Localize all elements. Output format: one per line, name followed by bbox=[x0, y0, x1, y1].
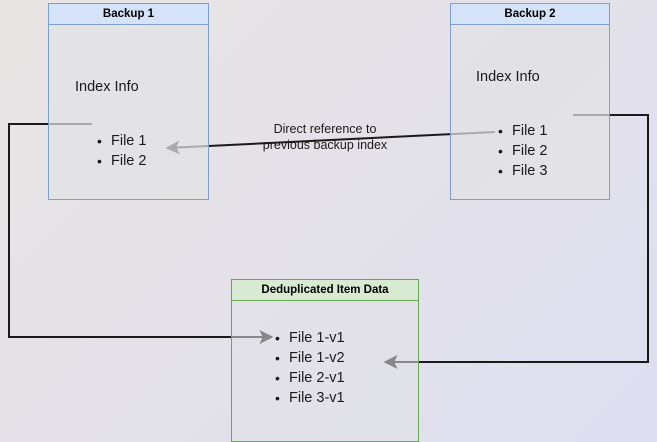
annotation-direct-reference: Direct reference to previous backup inde… bbox=[251, 121, 399, 153]
annotation-line-1: Direct reference to bbox=[273, 122, 377, 136]
node-backup-1-file-list: File 1 File 2 bbox=[97, 131, 146, 171]
node-deduplicated-item-data-title: Deduplicated Item Data bbox=[231, 279, 419, 301]
node-backup-2-body: Index Info File 1 File 2 File 3 bbox=[450, 25, 610, 200]
node-deduplicated-item-data-body: File 1-v1 File 1-v2 File 2-v1 File 3-v1 bbox=[231, 301, 419, 442]
node-backup-1[interactable]: Backup 1 Index Info File 1 File 2 bbox=[48, 3, 209, 200]
node-backup-1-title: Backup 1 bbox=[48, 3, 209, 25]
list-item[interactable]: File 1 bbox=[97, 131, 146, 151]
annotation-line-2: previous backup index bbox=[262, 138, 388, 152]
list-item[interactable]: File 3-v1 bbox=[275, 388, 345, 408]
node-backup-1-index-label: Index Info bbox=[75, 79, 139, 95]
node-backup-2-index-label: Index Info bbox=[476, 69, 540, 85]
node-deduplicated-file-list: File 1-v1 File 1-v2 File 2-v1 File 3-v1 bbox=[275, 328, 345, 408]
list-item[interactable]: File 2 bbox=[498, 141, 547, 161]
list-item[interactable]: File 2-v1 bbox=[275, 368, 345, 388]
connector-backup2-to-backup1 bbox=[165, 131, 496, 155]
node-backup-2[interactable]: Backup 2 Index Info File 1 File 2 File 3 bbox=[450, 3, 610, 200]
connector-backup2-to-dedup bbox=[383, 114, 649, 369]
list-item[interactable]: File 1 bbox=[498, 121, 547, 141]
node-backup-2-title: Backup 2 bbox=[450, 3, 610, 25]
list-item[interactable]: File 2 bbox=[97, 151, 146, 171]
list-item[interactable]: File 1-v2 bbox=[275, 348, 345, 368]
node-backup-1-body: Index Info File 1 File 2 bbox=[48, 25, 209, 200]
list-item[interactable]: File 3 bbox=[498, 161, 547, 181]
node-backup-2-file-list: File 1 File 2 File 3 bbox=[498, 121, 547, 181]
list-item[interactable]: File 1-v1 bbox=[275, 328, 345, 348]
node-deduplicated-item-data[interactable]: Deduplicated Item Data File 1-v1 File 1-… bbox=[231, 279, 419, 442]
